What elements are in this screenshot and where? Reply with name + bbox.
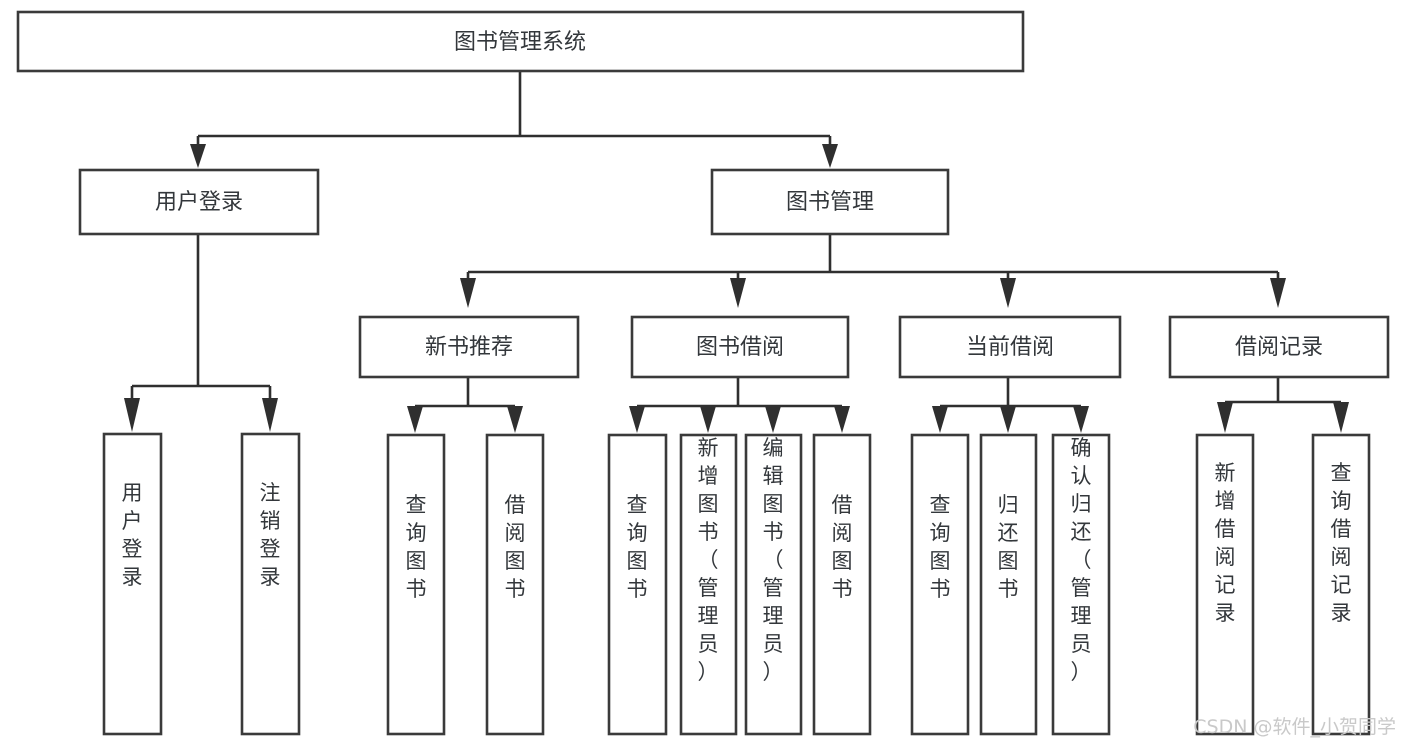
node-leaf-borrow-book-1[interactable]: 借阅图书 [485, 433, 545, 736]
node-root-box[interactable] [16, 10, 1025, 73]
node-leaf-add-book-label: 新增图书（管理员） [698, 436, 719, 684]
node-leaf-borrow-book-2-box[interactable] [812, 433, 872, 736]
node-book-borrow-box[interactable] [630, 315, 850, 379]
node-leaf-edit-book[interactable]: 编辑图书（管理员） [744, 433, 803, 736]
node-new-book-recommend-box[interactable] [358, 315, 580, 379]
node-borrow-record[interactable]: 借阅记录 [1168, 315, 1390, 379]
node-leaf-user-logout-label: 注销登录 [260, 481, 281, 589]
arrow-user-login-leaf-1 [124, 398, 140, 432]
node-leaf-query-book-1[interactable]: 查询图书 [386, 433, 446, 736]
node-leaf-query-book-3-label: 查询图书 [930, 493, 951, 601]
node-leaf-query-book-2-label: 查询图书 [627, 493, 648, 601]
node-root-label: 图书管理系统 [454, 30, 586, 55]
node-leaf-user-logout[interactable]: 注销登录 [240, 432, 301, 736]
arrow-book-borrow-leaf-4 [834, 406, 850, 433]
node-leaf-confirm-return-box[interactable] [1051, 433, 1111, 736]
arrow-root-to-book-management [822, 144, 838, 168]
node-leaf-add-book-box[interactable] [679, 433, 738, 736]
node-new-book-recommend[interactable]: 新书推荐 [358, 315, 580, 379]
arrow-user-login-leaf-2 [262, 398, 278, 432]
node-new-book-recommend-label: 新书推荐 [425, 335, 513, 360]
node-borrow-record-label: 借阅记录 [1235, 335, 1323, 360]
node-leaf-query-book-1-label: 查询图书 [406, 493, 427, 601]
node-leaf-user-login[interactable]: 用户登录 [102, 432, 163, 736]
node-book-management[interactable]: 图书管理 [710, 168, 950, 236]
node-book-borrow[interactable]: 图书借阅 [630, 315, 850, 379]
node-book-management-label: 图书管理 [786, 190, 874, 215]
node-book-borrow-label: 图书借阅 [696, 335, 784, 360]
node-leaf-borrow-book-2[interactable]: 借阅图书 [812, 433, 872, 736]
arrow-book-borrow-leaf-3 [765, 406, 781, 433]
arrow-current-borrow-leaf-2 [1000, 406, 1016, 433]
node-leaf-borrow-book-1-box[interactable] [485, 433, 545, 736]
arrow-new-book-leaf-1 [407, 406, 423, 433]
node-leaf-user-login-label: 用户登录 [122, 481, 143, 589]
node-leaf-confirm-return-label: 确认归还（管理员） [1071, 436, 1092, 684]
node-leaf-borrow-book-2-label: 借阅图书 [832, 493, 853, 601]
node-book-management-box[interactable] [710, 168, 950, 236]
node-current-borrow-box[interactable] [898, 315, 1122, 379]
node-borrow-record-box[interactable] [1168, 315, 1390, 379]
node-current-borrow[interactable]: 当前借阅 [898, 315, 1122, 379]
arrow-book-borrow-leaf-1 [629, 406, 645, 433]
node-leaf-return-book[interactable]: 归还图书 [979, 433, 1038, 736]
connector-layer [124, 71, 1349, 433]
node-leaf-confirm-return[interactable]: 确认归还（管理员） [1051, 433, 1111, 736]
node-leaf-return-book-box[interactable] [979, 433, 1038, 736]
node-user-login[interactable]: 用户登录 [78, 168, 320, 236]
arrow-root-to-user-login [190, 144, 206, 168]
node-leaf-query-record-box[interactable] [1311, 433, 1371, 736]
node-leaf-add-record-label: 新增借阅记录 [1215, 461, 1236, 625]
arrow-book-borrow-leaf-2 [700, 406, 716, 433]
arrow-bm-to-book-borrow [730, 278, 746, 308]
node-leaf-query-record-label: 查询借阅记录 [1331, 461, 1352, 625]
node-leaf-add-record-box[interactable] [1195, 433, 1255, 736]
node-leaf-borrow-book-1-label: 借阅图书 [505, 493, 526, 601]
node-leaf-user-logout-box[interactable] [240, 432, 301, 736]
arrow-bm-to-borrow-record [1270, 278, 1286, 308]
node-leaf-add-record[interactable]: 新增借阅记录 [1195, 433, 1255, 736]
node-leaf-query-book-3-box[interactable] [910, 433, 970, 736]
node-current-borrow-label: 当前借阅 [966, 335, 1054, 360]
csdn-watermark: CSDN @软件_小贺同学 [1193, 716, 1396, 738]
arrow-borrow-record-leaf-1 [1217, 402, 1233, 433]
arrow-current-borrow-leaf-1 [932, 406, 948, 433]
node-leaf-query-book-2[interactable]: 查询图书 [607, 433, 668, 736]
node-leaf-add-book[interactable]: 新增图书（管理员） [679, 433, 738, 736]
node-leaf-query-book-3[interactable]: 查询图书 [910, 433, 970, 736]
arrow-current-borrow-leaf-3 [1073, 406, 1089, 433]
node-user-login-box[interactable] [78, 168, 320, 236]
arrow-bm-to-current-borrow [1000, 278, 1016, 308]
arrow-new-book-leaf-2 [507, 406, 523, 433]
node-leaf-return-book-label: 归还图书 [998, 493, 1019, 601]
node-leaf-edit-book-label: 编辑图书（管理员） [763, 436, 784, 684]
node-leaf-user-login-box[interactable] [102, 432, 163, 736]
node-leaf-edit-book-box[interactable] [744, 433, 803, 736]
arrow-borrow-record-leaf-2 [1333, 402, 1349, 433]
node-leaf-query-record[interactable]: 查询借阅记录 [1311, 433, 1371, 736]
node-leaf-query-book-1-box[interactable] [386, 433, 446, 736]
node-root[interactable]: 图书管理系统 [16, 10, 1025, 73]
node-user-login-label: 用户登录 [155, 190, 243, 215]
arrow-bm-to-new-book-recommend [460, 278, 476, 308]
node-leaf-query-book-2-box[interactable] [607, 433, 668, 736]
